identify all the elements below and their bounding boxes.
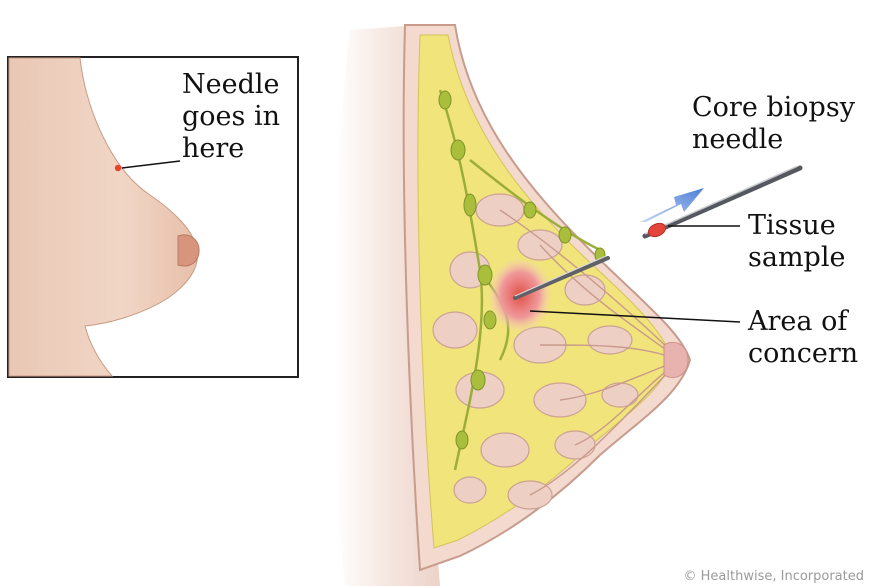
core-needle-label-line1: Core biopsy	[692, 92, 855, 124]
area-of-concern-label-line2: concern	[748, 338, 858, 370]
core-needle-label: Core biopsy needle	[692, 92, 855, 156]
needle-entry-label: Needle goes in here	[182, 69, 280, 165]
needle-entry-point	[115, 165, 121, 171]
tissue-sample-label-line2: sample	[748, 242, 845, 274]
breast-cross-section	[334, 25, 690, 586]
tissue-sample-label-line1: Tissue	[748, 210, 845, 242]
tissue-sample-label: Tissue sample	[748, 210, 845, 274]
core-needle-label-line2: needle	[692, 124, 855, 156]
area-of-concern-label: Area of concern	[748, 306, 858, 370]
needle-entry-label-line1: Needle	[182, 69, 280, 101]
area-of-concern-label-line1: Area of	[748, 306, 858, 338]
nipple	[664, 342, 688, 377]
copyright-notice: © Healthwise, Incorporated	[684, 569, 864, 584]
needle-entry-label-line2: goes in	[182, 101, 280, 133]
needle-entry-label-line3: here	[182, 133, 280, 165]
